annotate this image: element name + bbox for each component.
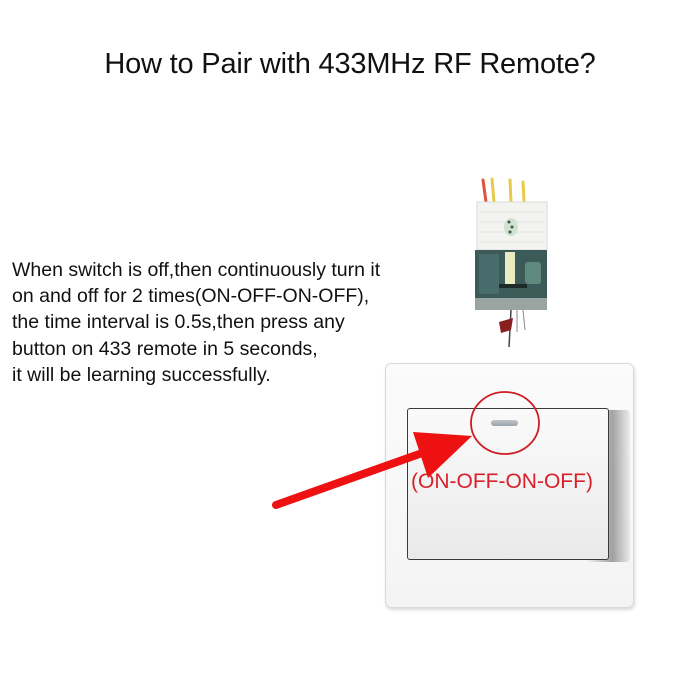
led-indicator-icon [491, 420, 518, 426]
instruction-line: When switch is off,then continuously tur… [12, 259, 381, 281]
pairing-instructions: When switch is off,then continuously tur… [12, 257, 452, 388]
instruction-line: it will be learning successfully. [12, 363, 271, 386]
smart-switch-module-icon [475, 177, 548, 348]
instruction-line: the time interval is 0.5s,then press any [12, 311, 345, 334]
page-title: How to Pair with 433MHz RF Remote? [104, 48, 596, 80]
instruction-line: button on 433 remote in 5 seconds, [12, 337, 318, 360]
instruction-line: on and off for 2 times(ON-OFF-ON-OFF), [12, 285, 370, 308]
sequence-label: (ON-OFF-ON-OFF) [411, 470, 593, 493]
